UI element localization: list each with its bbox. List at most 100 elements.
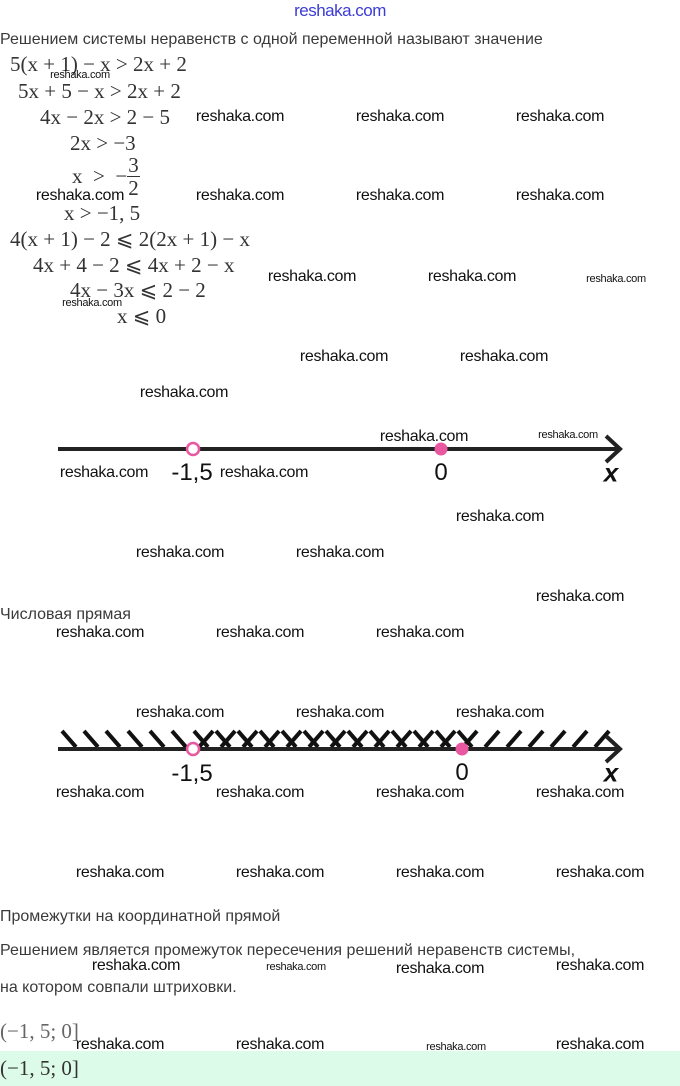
math-step: 5(x + 1) − x > 2x + 2	[10, 52, 187, 76]
watermark: reshaka.com	[535, 784, 625, 801]
hatch-mark	[417, 729, 435, 749]
watermark: reshaka.com	[267, 268, 357, 285]
watermark: reshaka.com	[62, 297, 122, 309]
hatch-mark	[456, 729, 474, 749]
watermark: reshaka.com	[586, 273, 646, 285]
hatch-mark	[214, 729, 232, 749]
watermark: reshaka.com	[555, 864, 645, 881]
hatch-mark	[324, 729, 342, 749]
point-label: 0	[455, 759, 469, 786]
watermark: reshaka.com	[459, 348, 549, 365]
fraction-numerator: 3	[127, 153, 140, 178]
answer-highlight	[0, 1051, 680, 1086]
hatch-mark	[373, 729, 391, 749]
intro-text: Решением системы неравенств с одной пере…	[0, 31, 543, 48]
hatch-mark	[60, 729, 78, 749]
math-step: x ⩽ 0	[117, 304, 167, 328]
watermark: reshaka.com	[427, 268, 517, 285]
hatch-mark	[329, 729, 347, 749]
point-label: -1,5	[171, 459, 213, 486]
watermark: reshaka.com	[295, 544, 385, 561]
hatch-mark	[82, 729, 100, 749]
hatch-mark	[219, 729, 237, 749]
open-point	[185, 741, 201, 757]
watermark: reshaka.com	[535, 588, 625, 605]
explanation-line: на котором совпали штриховки.	[0, 979, 237, 996]
watermark: reshaka.com	[266, 961, 326, 973]
watermark: reshaka.com	[195, 108, 285, 125]
watermark: reshaka.com	[219, 464, 309, 481]
hatch-mark	[280, 729, 298, 749]
point-label: -1,5	[171, 760, 213, 787]
arrow-head-icon	[604, 734, 623, 764]
answer: (−1, 5; 0]	[0, 1019, 79, 1043]
watermark: reshaka.com	[91, 957, 181, 974]
watermark: reshaka.com	[375, 784, 465, 801]
watermark: reshaka.com	[215, 624, 305, 641]
watermark: reshaka.com	[515, 108, 605, 125]
watermark: reshaka.com	[375, 624, 465, 641]
hatch-mark	[593, 729, 611, 749]
math-step: 2x > −3	[70, 131, 136, 155]
hatch-mark	[390, 729, 408, 749]
watermark: reshaka.com	[355, 187, 445, 204]
closed-point	[455, 742, 469, 756]
watermark: reshaka.com	[515, 187, 605, 204]
math-step: 4x − 3x ⩽ 2 − 2	[70, 278, 206, 302]
arrow-head-icon	[604, 434, 623, 464]
watermark: reshaka.com	[555, 957, 645, 974]
site-header-link[interactable]: reshaka.com	[294, 1, 386, 20]
watermark: reshaka.com	[50, 69, 110, 81]
hatch-mark	[236, 729, 254, 749]
hatch-mark	[483, 729, 501, 749]
hatch-mark	[351, 729, 369, 749]
watermark: reshaka.com	[139, 384, 229, 401]
hatch-mark	[307, 729, 325, 749]
hatch-mark	[302, 729, 320, 749]
hatch-mark	[395, 729, 413, 749]
watermark: reshaka.com	[355, 108, 445, 125]
watermark: reshaka.com	[235, 1036, 325, 1053]
open-point	[185, 441, 201, 457]
hatch-mark	[192, 729, 210, 749]
number-line-1	[58, 434, 623, 464]
hatch-mark	[241, 729, 259, 749]
answer-highlighted: (−1, 5; 0]	[0, 1056, 79, 1080]
hatch-mark	[148, 729, 166, 749]
watermark: reshaka.com	[538, 429, 598, 441]
watermark: reshaka.com	[555, 1036, 645, 1053]
watermark: reshaka.com	[235, 864, 325, 881]
watermark: reshaka.com	[426, 1041, 486, 1053]
hatch-mark	[197, 729, 215, 749]
closed-point	[434, 442, 448, 456]
watermark: reshaka.com	[379, 428, 469, 445]
hatch-mark	[285, 729, 303, 749]
watermark: reshaka.com	[135, 544, 225, 561]
math-step: x > −1, 5	[64, 201, 141, 225]
watermark: reshaka.com	[55, 784, 145, 801]
watermark: reshaka.com	[75, 1036, 165, 1053]
number-line-2	[58, 729, 623, 764]
math-step: 4x + 4 − 2 ⩽ 4x + 2 − x	[33, 253, 235, 277]
hatch-mark	[368, 729, 386, 749]
watermark: reshaka.com	[215, 784, 305, 801]
math-step: 4x − 2x > 2 − 5	[40, 105, 171, 129]
axis-label: x	[603, 457, 619, 488]
hatch-mark	[527, 729, 545, 749]
hatch-mark	[104, 729, 122, 749]
watermark: reshaka.com	[455, 704, 545, 721]
explanation-line: Решением является промежуток пересечения…	[0, 942, 576, 959]
hatch-mark	[505, 729, 523, 749]
watermark: reshaka.com	[299, 348, 389, 365]
hatch-mark	[346, 729, 364, 749]
hatch-mark	[126, 729, 144, 749]
watermark: reshaka.com	[135, 704, 225, 721]
hatch-mark	[412, 729, 430, 749]
math-step: 5x + 5 − x > 2x + 2	[18, 79, 181, 103]
caption-number-line: Числовая прямая	[0, 606, 131, 623]
watermark: reshaka.com	[295, 704, 385, 721]
hatch-mark	[571, 729, 589, 749]
hatch-mark	[170, 729, 188, 749]
watermark: reshaka.com	[59, 464, 149, 481]
